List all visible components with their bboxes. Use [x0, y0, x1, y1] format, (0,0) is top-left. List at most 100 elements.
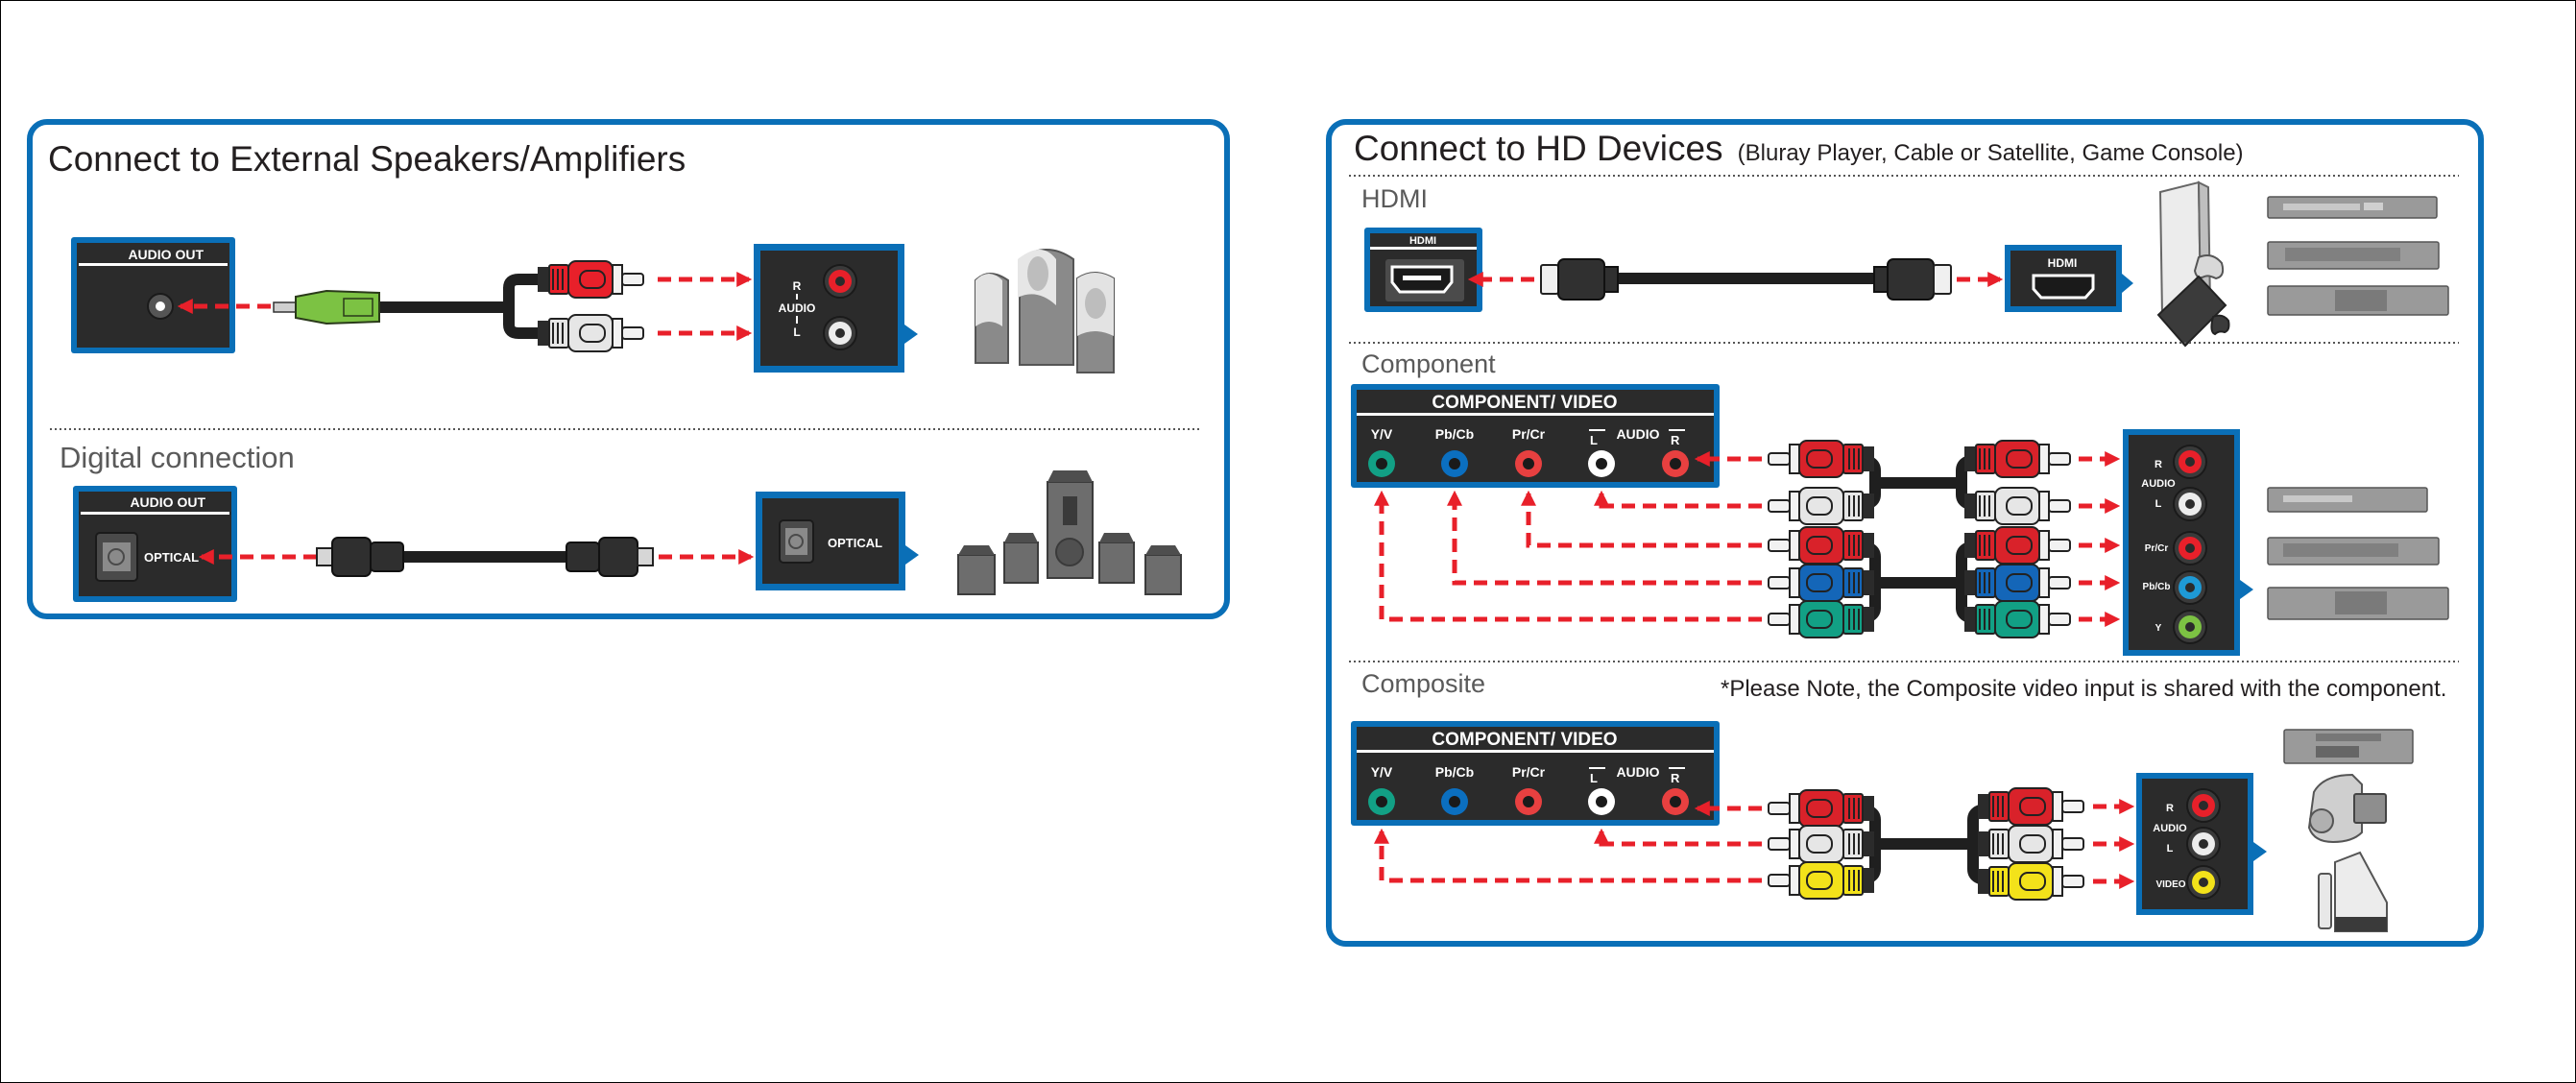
vcr-icon [2283, 729, 2414, 764]
audio-label: AUDIO [2141, 478, 2176, 490]
left-panel-border [27, 119, 1230, 619]
audio-l-jack [1588, 450, 1615, 477]
optical-label: OPTICAL [144, 550, 199, 565]
optical-cable [316, 537, 654, 577]
component-devices [2267, 487, 2449, 620]
ps3-console-icon [2156, 275, 2230, 348]
satellite-receiver-icon [2267, 587, 2449, 620]
audio-r-jack [1662, 788, 1689, 815]
l-label: L [793, 325, 800, 339]
hdmi-input-box: HDMI [2005, 245, 2133, 312]
hdmi-heading: HDMI [1361, 184, 1428, 213]
right-panel-subtitle: (Bluray Player, Cable or Satellite, Game… [1738, 140, 2244, 166]
composite-video-panel: COMPONENT/ VIDEO Y/V Pb/Cb Pr/Cr L AUDIO… [1351, 721, 1720, 826]
red-audio-jack [2173, 445, 2207, 479]
desktop-speakers-icon [975, 249, 1115, 373]
r-label: R [2166, 803, 2174, 814]
hdmi-port-icon [2032, 274, 2095, 300]
white-audio-jack [823, 316, 857, 350]
red-audio-jack [823, 264, 857, 299]
component-heading: Component [1361, 349, 1496, 378]
y-v-jack [1368, 788, 1395, 815]
stereo-to-rca-cable [273, 260, 644, 352]
l-label: L [2155, 498, 2162, 510]
pr-cr-jack [1515, 788, 1542, 815]
component-video-title: COMPONENT/ VIDEO [1432, 730, 1617, 750]
headphone-jack-icon [147, 293, 174, 320]
composite-heading: Composite [1361, 669, 1485, 698]
surround-speakers-icon [957, 470, 1182, 595]
r-label: R [793, 279, 802, 293]
audio-label: AUDIO [1616, 426, 1659, 442]
digital-connection-heading: Digital connection [60, 441, 295, 474]
audio-label: AUDIO [1616, 764, 1659, 780]
hdmi-label: HDMI [1409, 235, 1436, 247]
right-panel-title: Connect to HD Devices (Bluray Player, Ca… [1354, 129, 2244, 168]
white-audio-jack [2186, 827, 2221, 861]
speaker-audio-input-box: R AUDIO L [754, 244, 918, 373]
pr-jack [2173, 531, 2207, 566]
component-video-panel: COMPONENT/ VIDEO Y/V Pb/Cb Pr/Cr L AUDIO… [1351, 384, 1720, 488]
y-v-jack [1368, 450, 1395, 477]
l-label: L [1590, 433, 1598, 447]
pb-cb-jack [1441, 788, 1468, 815]
audio-label: AUDIO [2153, 823, 2187, 834]
l-label: L [2167, 843, 2174, 854]
optical-port-icon [95, 532, 138, 582]
composite-device-input-box: R AUDIO L VIDEO [2136, 773, 2267, 915]
xbox-console-icon [2158, 180, 2225, 317]
white-audio-jack [2173, 487, 2207, 521]
optical-port-icon [779, 519, 814, 564]
component-input-arrows [2079, 450, 2121, 628]
video-jack [2186, 865, 2221, 900]
pb-cb-label: Pb/Cb [1435, 426, 1474, 442]
component-cable-set [1769, 440, 2071, 638]
right-panel-title-main: Connect to HD Devices [1354, 129, 1723, 168]
optical-audio-out-box: AUDIO OUT OPTICAL [73, 486, 237, 602]
component-device-input-box: R AUDIO L Pr/Cr Pb/Cb Y [2123, 429, 2253, 656]
r-label: R [1671, 433, 1680, 447]
component-signal-arrows [1373, 450, 1762, 622]
cable-box-icon [2267, 537, 2440, 566]
bluray-player-icon [2267, 196, 2438, 219]
bluray-player-icon [2267, 487, 2428, 513]
video-label: VIDEO [2155, 879, 2185, 890]
audio-out-label: AUDIO OUT [130, 494, 205, 510]
wii-console-icon [2318, 851, 2388, 932]
pb-cb-label: Pb/Cb [2143, 582, 2171, 592]
audio-l-jack [1588, 788, 1615, 815]
hdmi-cable [1540, 258, 1952, 301]
y-v-label: Y/V [1371, 764, 1393, 780]
r-label: R [1671, 771, 1680, 785]
component-video-title: COMPONENT/ VIDEO [1432, 393, 1617, 413]
l-label: L [1590, 771, 1598, 785]
optical-input-box: OPTICAL [756, 492, 919, 590]
audio-label: AUDIO [779, 301, 816, 315]
right-panel: Connect to HD Devices (Bluray Player, Ca… [1326, 119, 2484, 947]
composite-note: *Please Note, the Composite video input … [1721, 676, 2446, 702]
satellite-receiver-icon [2267, 285, 2449, 316]
pr-cr-label: Pr/Cr [1512, 426, 1546, 442]
pb-cb-jack [1441, 450, 1468, 477]
r-label: R [2155, 459, 2162, 470]
y-jack [2173, 610, 2207, 644]
hdmi-label: HDMI [2048, 256, 2078, 270]
pr-cr-jack [1515, 450, 1542, 477]
pb-cb-label: Pb/Cb [1435, 764, 1474, 780]
composite-cable-set [1769, 787, 2084, 901]
composite-signal-arrows [1373, 800, 1762, 883]
red-audio-jack [2186, 788, 2221, 823]
left-panel: Connect to External Speakers/Amplifiers … [27, 119, 1230, 619]
cable-box-icon [2267, 241, 2440, 270]
pr-cr-label: Pr/Cr [1512, 764, 1546, 780]
audio-out-box: AUDIO OUT [71, 237, 235, 353]
hdmi-output-box: HDMI [1364, 228, 1482, 312]
pr-cr-label: Pr/Cr [2145, 543, 2169, 554]
audio-out-label: AUDIO OUT [128, 247, 204, 262]
pb-jack [2173, 570, 2207, 605]
y-v-label: Y/V [1371, 426, 1393, 442]
audio-r-jack [1662, 450, 1689, 477]
hdmi-port-icon [1385, 259, 1464, 301]
composite-input-arrows [2093, 798, 2135, 890]
